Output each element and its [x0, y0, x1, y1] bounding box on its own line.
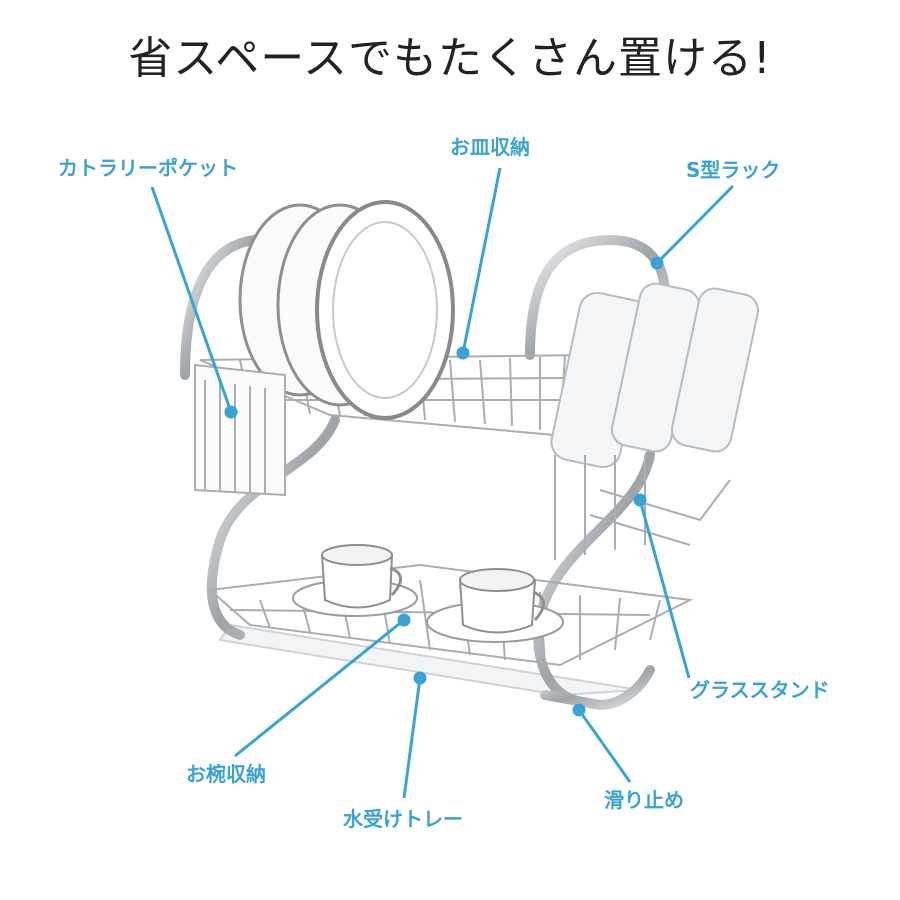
headline: 省スペースでもたくさん置ける!	[128, 33, 772, 84]
leader-lines	[150, 167, 735, 799]
callout-s-rack: S型ラック	[686, 158, 781, 182]
glasses	[550, 282, 760, 469]
drip-tray	[218, 623, 641, 697]
callout-bowl-storage: お椀収納	[186, 762, 266, 786]
callout-drip-tray: 水受けトレー	[343, 807, 463, 831]
callout-plate-storage: お皿収納	[450, 135, 530, 159]
cutlery-pocket	[194, 363, 286, 497]
callout-glass-stand: グラススタンド	[690, 678, 830, 702]
callout-cutlery-pocket: カトラリーポケット	[58, 156, 238, 180]
glass-stand	[554, 455, 731, 560]
callout-anti-slip: 滑り止め	[604, 788, 684, 812]
plates	[238, 200, 455, 420]
s-frame	[180, 234, 670, 711]
cups	[292, 544, 564, 643]
